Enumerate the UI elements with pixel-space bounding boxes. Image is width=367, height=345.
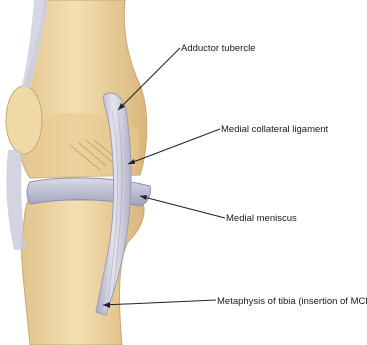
label-adductor-tubercle: Adductor tubercle (181, 43, 255, 54)
patella (6, 86, 42, 154)
leader-medial-meniscus (140, 196, 225, 218)
label-metaphysis-of-tibia: Metaphysis of tibia (insertion of MCL) (217, 296, 367, 307)
label-medial-collateral-ligament: Medial collateral ligament (221, 124, 328, 135)
label-medial-meniscus: Medial meniscus (226, 213, 297, 224)
